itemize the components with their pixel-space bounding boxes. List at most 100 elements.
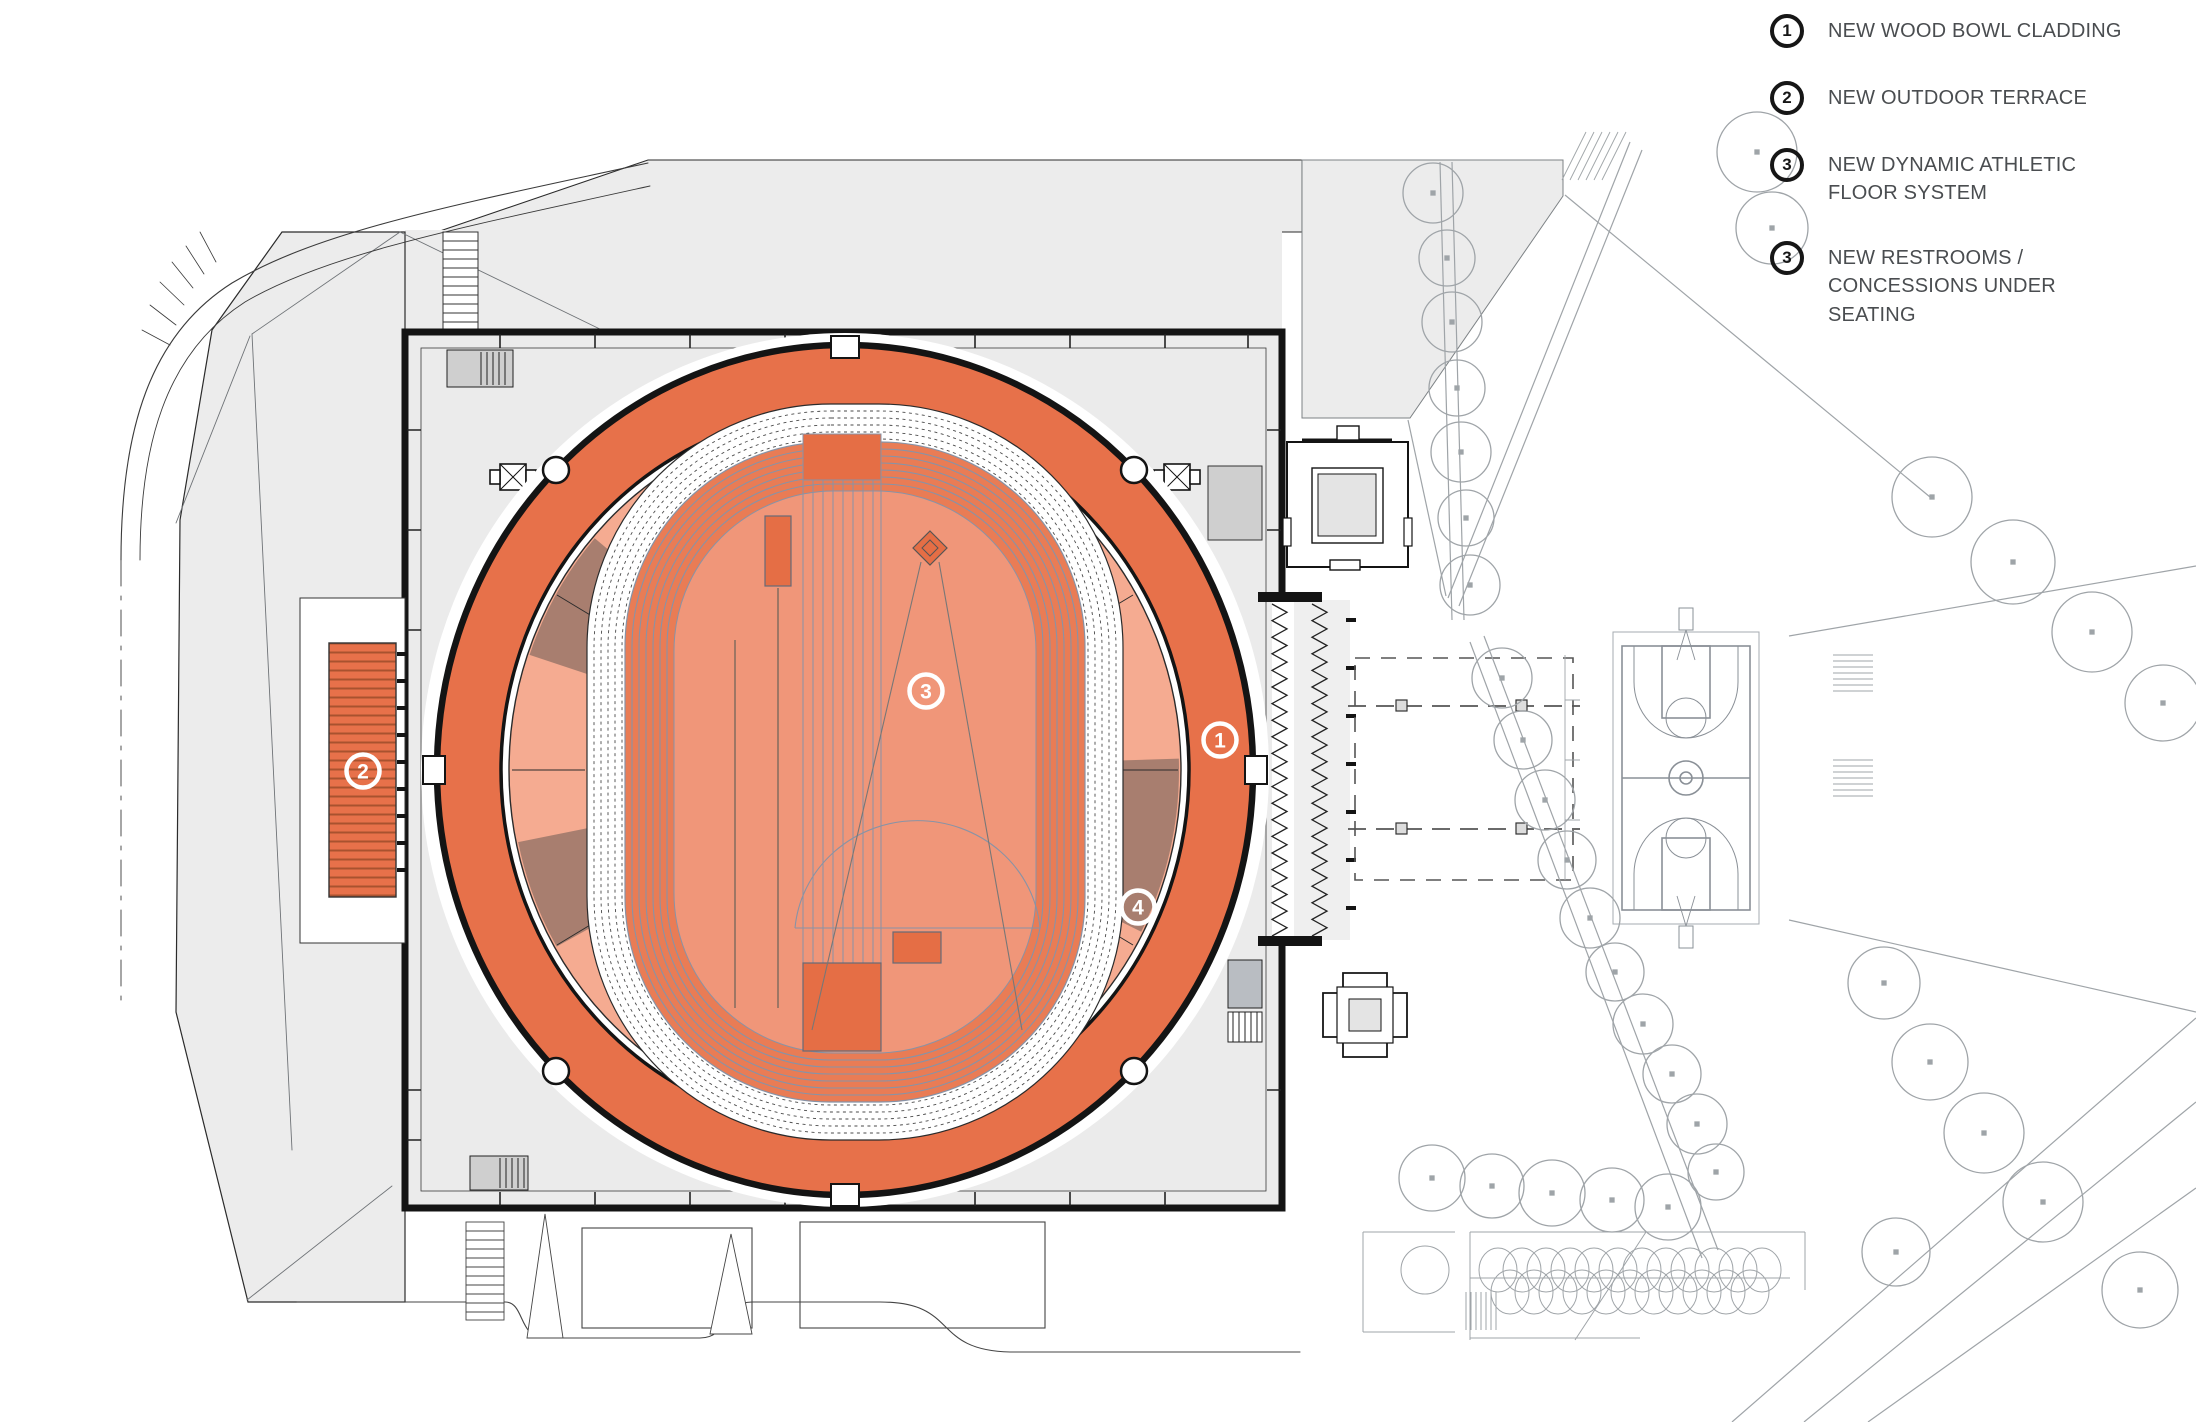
tree-symbol xyxy=(1970,519,2056,605)
site-northeast-wedge xyxy=(1301,159,1564,419)
tree-symbol xyxy=(1891,456,1973,538)
tree-symbol xyxy=(2101,1251,2179,1329)
walkway xyxy=(1407,141,2196,1422)
site-context xyxy=(120,159,1564,1353)
running-track xyxy=(624,441,1086,1103)
tree-symbol xyxy=(2124,664,2196,742)
dashed-court xyxy=(1348,657,1580,881)
ramp-arrow xyxy=(526,1213,564,1339)
accordion-wall xyxy=(1270,603,1329,937)
pavilion-north xyxy=(1282,425,1413,571)
legend-item-2: 2 NEW OUTDOOR TERRACE xyxy=(1770,81,2130,115)
south-forecourt xyxy=(296,1213,1301,1353)
tree-symbol xyxy=(1428,359,1486,417)
sunken-court xyxy=(799,1221,1046,1329)
path-hatch xyxy=(1561,131,1873,880)
shrub-row xyxy=(1478,1247,1782,1315)
marker-circle xyxy=(1119,888,1157,926)
tree-symbol xyxy=(1687,1143,1745,1201)
infield xyxy=(673,490,1037,1054)
field-mat xyxy=(802,962,882,1052)
tree-symbol xyxy=(1943,1092,2025,1174)
tree-symbol xyxy=(1559,887,1621,949)
corner-stair-pods xyxy=(541,455,1149,1086)
opening-jamb xyxy=(1258,592,1322,602)
legend-number: 2 xyxy=(1782,88,1792,107)
tree-symbol xyxy=(1430,421,1492,483)
ramp-arrow xyxy=(709,1233,753,1335)
terrace-door-ticks xyxy=(397,652,406,872)
trees xyxy=(1398,111,2196,1329)
tree-symbol xyxy=(1518,1159,1586,1227)
legend-label: NEW RESTROOMS / CONCESSIONS UNDER SEATIN… xyxy=(1828,246,2056,326)
plan-marker-4: 4 xyxy=(1119,888,1157,926)
plan-marker-3: 3 xyxy=(907,672,945,710)
high-jump-pad xyxy=(764,515,792,587)
interior-stair xyxy=(446,349,514,388)
legend: 1 NEW WOOD BOWL CLADDING 2 NEW OUTDOOR T… xyxy=(1770,14,2130,362)
east-plaza xyxy=(1258,425,1580,1058)
seat-rows xyxy=(593,410,1117,1134)
marker-number: 2 xyxy=(357,761,369,784)
sunken-court xyxy=(581,1227,753,1329)
tree-symbol xyxy=(1402,162,1464,224)
legend-item-3: 3 NEW DYNAMIC ATHLETIC FLOOR SYSTEM xyxy=(1770,148,2130,208)
pavilion-south xyxy=(1322,972,1408,1058)
tree-symbol xyxy=(1585,942,1645,1002)
north-stair xyxy=(442,231,479,331)
plan-markers: 1 2 3 4 xyxy=(344,672,1239,926)
east-landscape xyxy=(1362,111,2196,1422)
marker-circle xyxy=(907,672,945,710)
legend-number-badge: 1 xyxy=(1770,14,1804,48)
legend-item-4: 3 NEW RESTROOMS / CONCESSIONS UNDER SEAT… xyxy=(1770,240,2130,329)
tree-symbol xyxy=(2051,591,2133,673)
tree-symbol xyxy=(1437,489,1495,547)
legend-label: NEW WOOD BOWL CLADDING xyxy=(1828,20,2122,42)
tree-symbol xyxy=(2002,1161,2084,1243)
marker-circle xyxy=(1201,721,1239,759)
interior-stair xyxy=(469,1155,529,1191)
opening-jamb xyxy=(1258,936,1322,946)
roof-ridgelines xyxy=(175,231,607,1301)
tree-symbol xyxy=(1537,830,1597,890)
marker-number: 4 xyxy=(1132,897,1144,920)
legend-number-badge: 3 xyxy=(1770,240,1804,275)
tree-symbol xyxy=(1459,1153,1525,1219)
tree-symbol xyxy=(1634,1173,1702,1241)
net-line xyxy=(1348,705,1580,830)
tree-symbol xyxy=(1514,769,1576,831)
sprint-chute-cap xyxy=(802,433,882,481)
tree-symbol xyxy=(1418,229,1476,287)
field-markings xyxy=(734,433,1041,1052)
tree-symbol xyxy=(1398,1144,1466,1212)
tree-symbol xyxy=(1579,1167,1645,1233)
legend-number: 1 xyxy=(1782,21,1792,40)
interior-storage xyxy=(1207,465,1263,541)
tree-symbol xyxy=(1666,1093,1728,1155)
field-mat xyxy=(892,931,942,964)
legend-label: NEW DYNAMIC ATHLETIC FLOOR SYSTEM xyxy=(1828,154,2077,205)
tree-symbol xyxy=(1847,946,1921,1020)
sprint-lanes xyxy=(802,479,882,963)
site-north-band xyxy=(436,159,1303,233)
marker-circle xyxy=(344,752,382,790)
basketball-court xyxy=(1612,607,1760,949)
legend-number: 3 xyxy=(1782,155,1792,174)
outdoor-terrace xyxy=(299,597,406,944)
legend-label: NEW OUTDOOR TERRACE xyxy=(1828,87,2087,109)
legend-number-badge: 3 xyxy=(1770,148,1804,182)
tree-symbol xyxy=(1891,1023,1969,1101)
terrace-deck xyxy=(328,642,397,898)
tree-symbol xyxy=(1861,1217,1931,1287)
tree-symbol xyxy=(1642,1044,1702,1104)
tree-symbol xyxy=(1471,647,1533,709)
legend-number-badge: 2 xyxy=(1770,81,1804,115)
plan-marker-1: 1 xyxy=(1201,721,1239,759)
field-poles xyxy=(734,588,779,1008)
south-stair xyxy=(465,1221,505,1321)
shrub-bed xyxy=(1362,1231,1806,1341)
plan-marker-2: 2 xyxy=(344,752,382,790)
site-north-apron xyxy=(405,230,1282,334)
